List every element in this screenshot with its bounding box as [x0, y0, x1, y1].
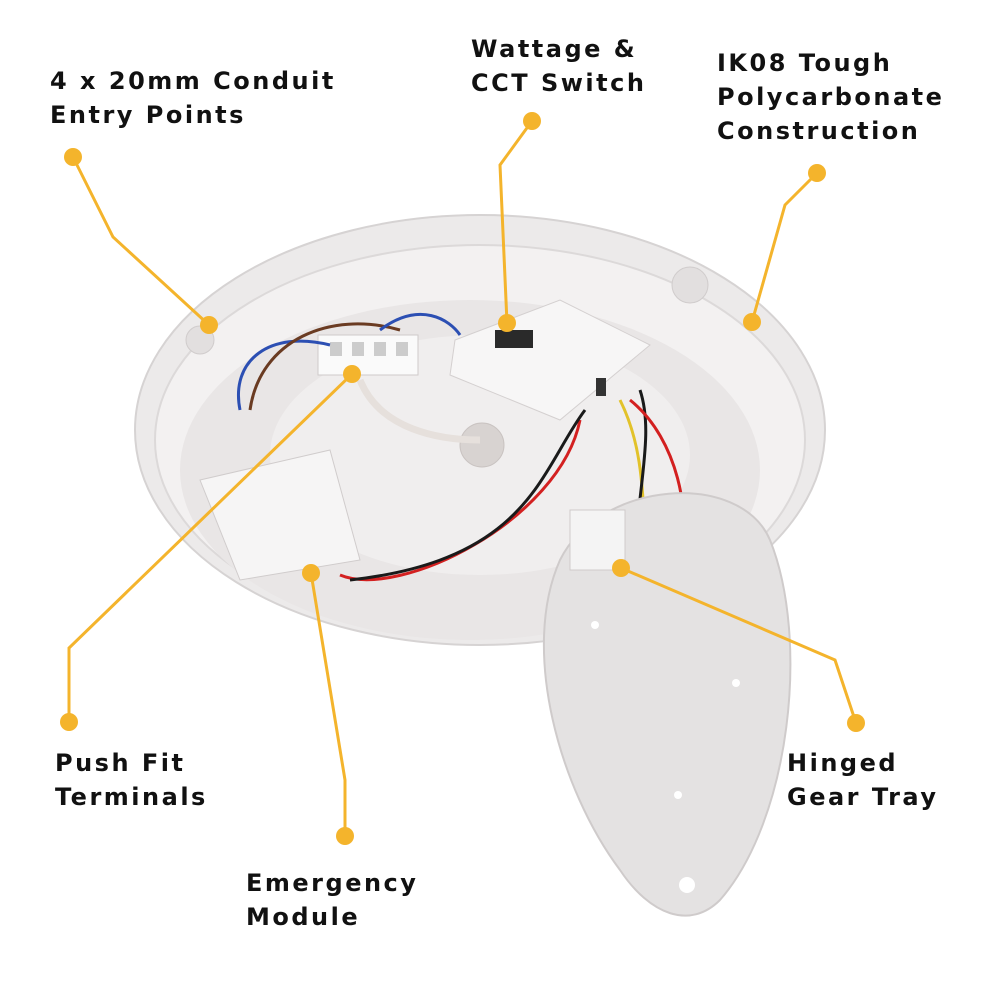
callout-construction: IK08 Tough Polycarbonate Construction	[717, 46, 944, 148]
dot-icon	[498, 314, 516, 332]
dot-icon	[808, 164, 826, 182]
callout-line: Gear Tray	[787, 783, 939, 811]
leader-line-terminals	[67, 372, 354, 722]
dot-icon	[64, 148, 82, 166]
dot-icon	[847, 714, 865, 732]
leader-line-conduit	[71, 156, 211, 327]
callout-line: Entry Points	[50, 101, 246, 129]
callout-line: Module	[246, 903, 361, 931]
dot-icon	[523, 112, 541, 130]
callout-line: Push Fit	[55, 749, 186, 777]
callout-hinged-gear-tray: Hinged Gear Tray	[787, 746, 939, 814]
led-driver	[449, 299, 651, 421]
leader-line-emergency	[309, 572, 347, 836]
callout-emergency-module: Emergency Module	[246, 866, 418, 934]
callout-line: Construction	[717, 117, 921, 145]
callout-wattage-switch: Wattage & CCT Switch	[471, 32, 646, 100]
callout-conduit-entry: 4 x 20mm Conduit Entry Points	[50, 64, 336, 132]
leader-line-switch	[498, 120, 534, 324]
leader-lines	[67, 120, 858, 836]
callout-line: 4 x 20mm Conduit	[50, 67, 336, 95]
dot-icon	[302, 564, 320, 582]
terminal-block	[317, 334, 419, 376]
callout-push-fit-terminals: Push Fit Terminals	[55, 746, 208, 814]
callout-line: Polycarbonate	[717, 83, 945, 111]
callout-line: IK08 Tough	[717, 49, 893, 77]
dot-icon	[343, 365, 361, 383]
dot-icon	[60, 713, 78, 731]
dot-icon	[612, 559, 630, 577]
gear-tray-plate	[542, 492, 792, 917]
callout-dots	[60, 112, 865, 845]
callout-line: CCT Switch	[471, 69, 647, 97]
dot-icon	[200, 316, 218, 334]
callout-line: Hinged	[787, 749, 899, 777]
dot-icon	[743, 313, 761, 331]
callout-line: Terminals	[55, 783, 208, 811]
callout-line: Emergency	[246, 869, 419, 897]
callout-line: Wattage &	[471, 35, 638, 63]
leader-line-gear-tray	[620, 566, 858, 724]
leader-line-construction	[750, 171, 819, 323]
dot-icon	[336, 827, 354, 845]
